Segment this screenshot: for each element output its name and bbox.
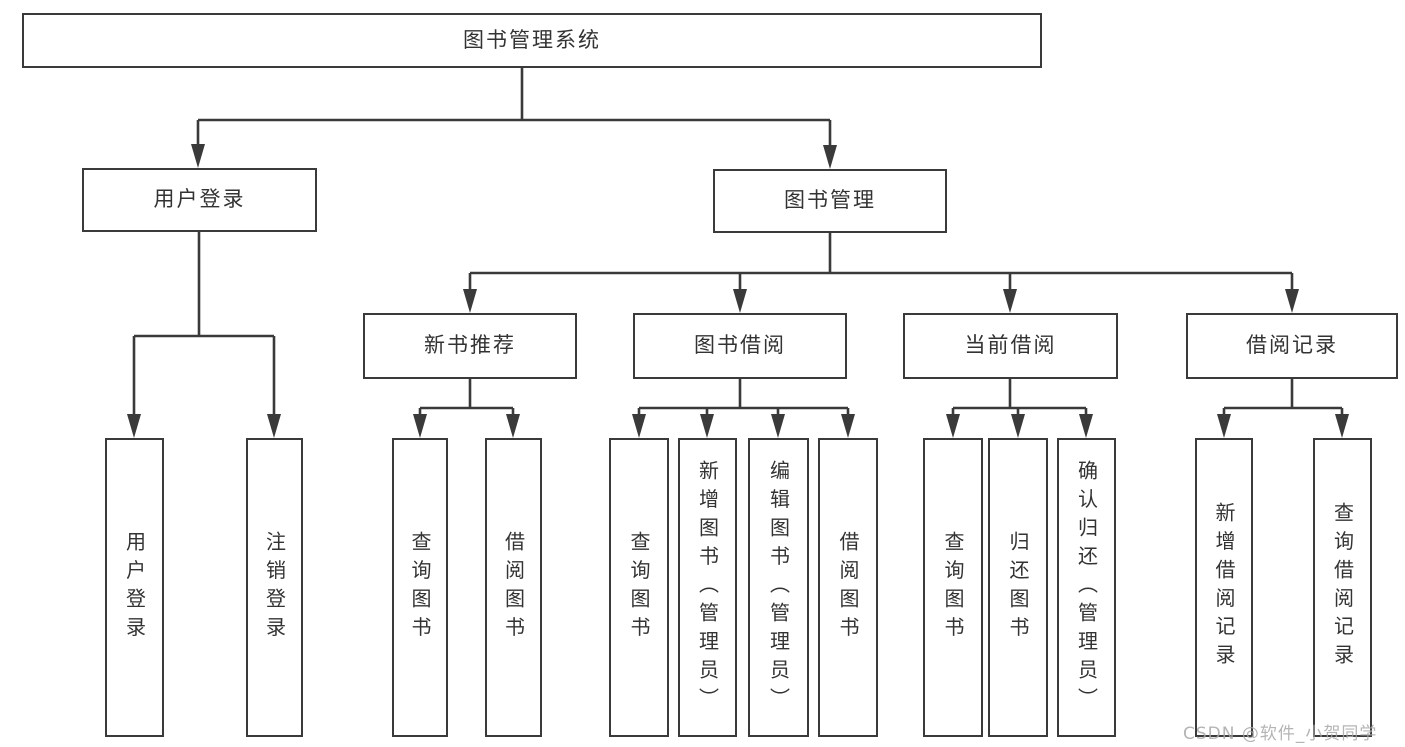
node-library-system: 图书管理系统 bbox=[22, 13, 1042, 68]
leaf-return-book-label: 归还图书 bbox=[1006, 530, 1030, 645]
leaf-query-book-current: 查询图书 bbox=[923, 438, 983, 737]
leaf-borrow-book: 借阅图书 bbox=[818, 438, 878, 737]
connector-records-children bbox=[1217, 379, 1349, 438]
leaf-return-book: 归还图书 bbox=[988, 438, 1048, 737]
leaf-edit-book-admin: 编辑图书（管理员） bbox=[748, 438, 809, 737]
node-borrowing-records-label: 借阅记录 bbox=[1246, 333, 1338, 358]
node-book-management-label: 图书管理 bbox=[784, 188, 876, 213]
node-current-borrowing-label: 当前借阅 bbox=[964, 333, 1057, 358]
leaf-user-login-label: 用户登录 bbox=[122, 530, 147, 645]
leaf-add-book-admin-label: 新增图书（管理员） bbox=[695, 459, 720, 716]
node-book-borrowing-label: 图书借阅 bbox=[694, 333, 786, 358]
node-book-borrowing: 图书借阅 bbox=[633, 313, 847, 379]
node-user-login-label: 用户登录 bbox=[153, 187, 246, 212]
node-new-book-recommend: 新书推荐 bbox=[363, 313, 577, 379]
leaf-add-borrow-record-label: 新增借阅记录 bbox=[1212, 502, 1236, 673]
leaf-add-borrow-record: 新增借阅记录 bbox=[1195, 438, 1253, 737]
node-book-management: 图书管理 bbox=[713, 169, 947, 233]
leaf-edit-book-admin-label: 编辑图书（管理员） bbox=[766, 459, 791, 716]
leaf-borrow-book-recommend-label: 借阅图书 bbox=[501, 530, 526, 645]
node-current-borrowing: 当前借阅 bbox=[903, 313, 1118, 379]
node-user-login: 用户登录 bbox=[82, 168, 317, 232]
leaf-user-login: 用户登录 bbox=[105, 438, 164, 737]
leaf-query-book-recommend: 查询图书 bbox=[392, 438, 448, 737]
leaf-borrow-book-recommend: 借阅图书 bbox=[485, 438, 542, 737]
connector-recommend-children bbox=[413, 379, 520, 438]
leaf-query-book-borrow: 查询图书 bbox=[609, 438, 669, 737]
leaf-logout-label: 注销登录 bbox=[262, 530, 287, 645]
connector-current-children bbox=[946, 379, 1093, 438]
leaf-add-book-admin: 新增图书（管理员） bbox=[678, 438, 737, 737]
watermark: CSDN @软件_小贺同学 bbox=[1183, 724, 1378, 744]
connector-root-to-level2 bbox=[191, 66, 837, 169]
leaf-logout: 注销登录 bbox=[246, 438, 303, 737]
connector-login-children bbox=[127, 232, 281, 438]
leaf-query-book-recommend-label: 查询图书 bbox=[408, 530, 432, 645]
node-new-book-recommend-label: 新书推荐 bbox=[424, 333, 516, 358]
leaf-query-book-current-label: 查询图书 bbox=[941, 530, 965, 645]
node-library-system-label: 图书管理系统 bbox=[463, 27, 601, 52]
connector-borrow-children bbox=[632, 379, 855, 438]
leaf-query-book-borrow-label: 查询图书 bbox=[627, 530, 651, 645]
connector-mgmt-to-sections bbox=[463, 233, 1299, 313]
leaf-borrow-book-label: 借阅图书 bbox=[836, 530, 860, 645]
leaf-query-borrow-record-label: 查询借阅记录 bbox=[1330, 502, 1355, 673]
leaf-query-borrow-record: 查询借阅记录 bbox=[1313, 438, 1372, 737]
leaf-confirm-return-admin: 确认归还（管理员） bbox=[1057, 438, 1116, 737]
leaf-confirm-return-admin-label: 确认归还（管理员） bbox=[1074, 459, 1099, 716]
node-borrowing-records: 借阅记录 bbox=[1186, 313, 1398, 379]
